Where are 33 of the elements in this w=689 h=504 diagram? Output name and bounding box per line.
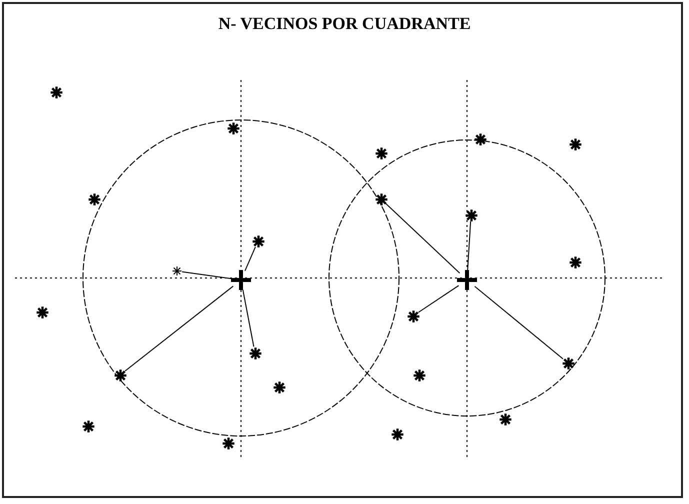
connector-line [418,285,460,313]
asterisk-icon [252,234,264,248]
asterisk-icon [248,346,262,360]
asterisk-icon [172,266,182,276]
asterisk-icon [50,86,62,98]
asterisk-icon [36,306,48,318]
asterisk-icon [498,412,512,426]
connector-line [244,246,256,272]
connector-line [385,202,460,274]
diagram-title: N- VECINOS POR CUADRANTE [218,14,471,34]
asterisk-icon [272,380,286,394]
asterisk-icon [374,146,388,160]
asterisk-icon [562,356,574,370]
plus-icon [231,270,251,290]
asterisk-icon [82,420,94,432]
connector-line [181,271,232,280]
connector-line [124,286,234,372]
asterisk-icon [88,192,100,206]
asterisk-icon [568,256,582,268]
asterisk-icon [464,208,478,222]
plus-icon [457,270,477,290]
connector-line [474,286,564,360]
asterisk-icon [406,310,420,322]
asterisk-icon [390,428,404,440]
connector-line [242,289,254,348]
asterisk-icon [474,132,486,146]
asterisk-icon [568,138,582,150]
asterisk-icon [374,192,388,206]
asterisk-icon [222,436,234,450]
asterisk-icon [412,368,426,382]
asterisk-icon [226,122,240,134]
asterisk-icon [114,368,126,382]
connector-line [467,221,472,271]
